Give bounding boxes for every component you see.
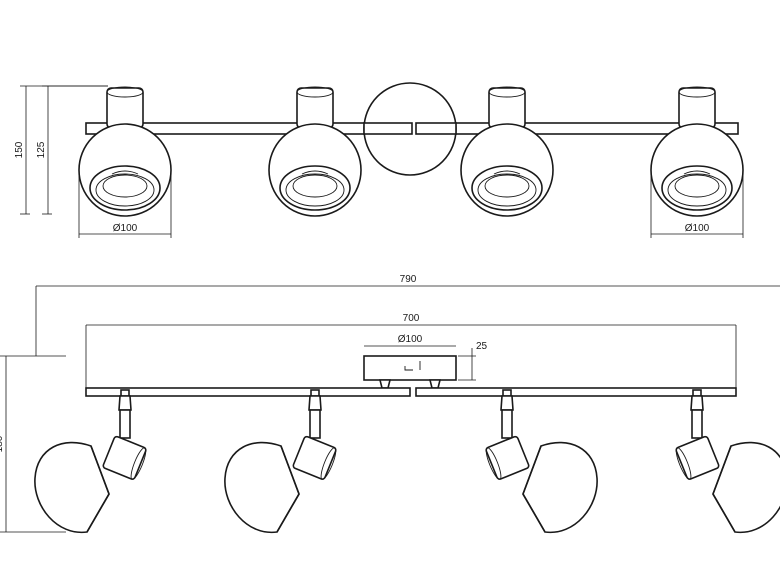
canopy-height-label: 25 [476,341,488,352]
top-lamp-2 [268,86,362,217]
front-rail-left [85,387,411,397]
height-label-150: 150 [14,141,25,158]
top-rail-joint-left [363,122,413,135]
front-spot-3 [485,389,598,534]
front-rail-right [415,387,737,397]
top-diameter-dimension-left: Ø100 [78,170,172,238]
top-height-dimensions: 150 125 [14,85,108,215]
canopy-diameter-label: Ø100 [398,334,423,345]
rail-width-label: 700 [403,313,420,324]
overall-width-dimension: 790 [35,274,780,356]
overall-width-label: 790 [400,274,417,285]
side-height-label: 180 [0,435,5,452]
height-label-125: 125 [36,141,47,158]
front-canopy: Ø100 25 [363,334,488,389]
side-height-dimension: 180 [0,355,66,533]
top-diameter-dimension-right: Ø100 [650,170,744,238]
front-view: 790 700 Ø100 25 [0,274,780,534]
diameter-label-left: Ø100 [113,223,138,234]
top-lamp-1 [78,86,172,217]
top-view: 150 125 Ø100 Ø100 [14,82,744,238]
diameter-label-right: Ø100 [685,223,710,234]
front-spot-2 [224,389,337,534]
rail-width-dimension: 700 [85,313,737,388]
front-spot-1 [34,389,147,534]
top-rail-joint-right [415,122,457,135]
front-spot-4 [675,389,780,534]
top-lamp-3 [460,86,554,217]
top-lamp-4 [650,86,744,217]
